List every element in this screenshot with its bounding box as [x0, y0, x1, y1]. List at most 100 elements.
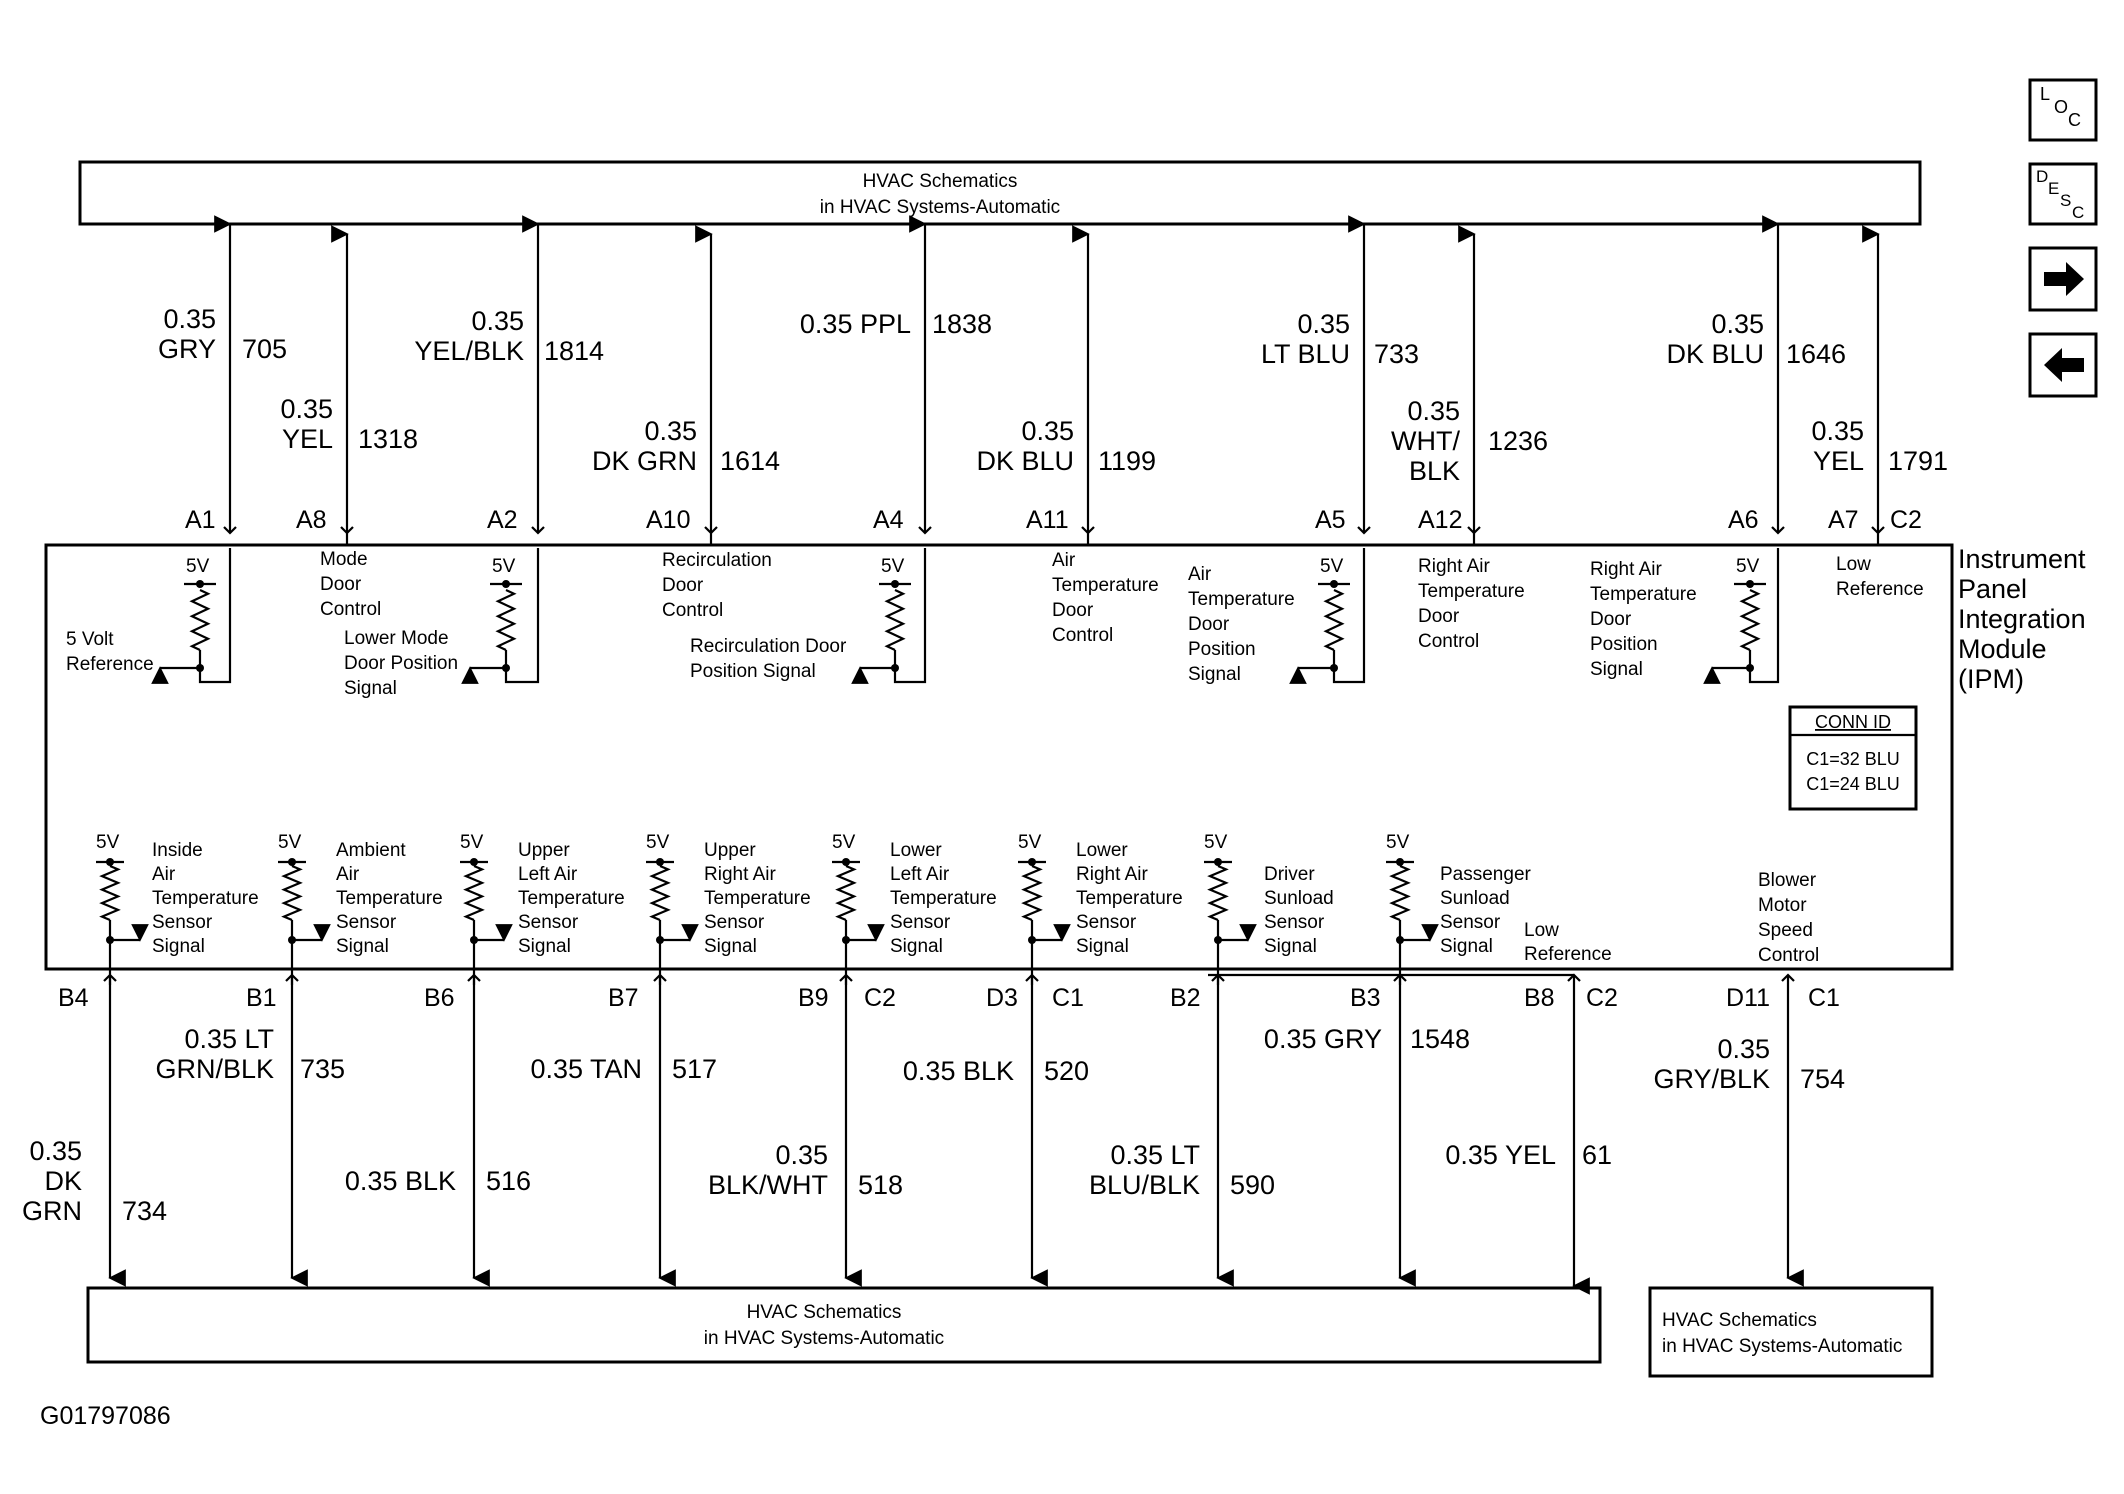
pin-notch-A1	[223, 526, 237, 535]
connector-b-c1b: C1	[1808, 984, 1840, 1012]
wire-circuit-B3: 1548	[1410, 1024, 1470, 1054]
figure-id: G01797086	[40, 1402, 171, 1430]
pin-notch-A6	[1771, 526, 1785, 535]
wire-circuit-A12: 1236	[1488, 426, 1548, 456]
bottom-hvac-line2: in HVAC Systems-Automatic	[704, 1328, 944, 1349]
top-loop-0	[198, 548, 232, 684]
svg-text:C: C	[2068, 110, 2081, 130]
wire-circuit-A10: 1614	[720, 446, 780, 476]
wire-size-A5: 0.35	[1297, 309, 1350, 339]
func-line: Door Position	[344, 653, 458, 674]
pin-notch-A5	[1357, 526, 1371, 535]
wire-size-D11: 0.35	[1717, 1034, 1770, 1064]
func-mode-door-control: Mode Door Control	[320, 549, 381, 620]
sensor-text-4: Temperature	[890, 888, 997, 909]
wire-color-A2: YEL/BLK	[414, 336, 524, 366]
sensor-5v-node-4	[842, 858, 850, 866]
sensor-5v-node-3	[656, 858, 664, 866]
func-line: Position	[1188, 639, 1256, 660]
func-right-air-temp-door-position: Right Air Temperature Door Position Sign…	[1590, 559, 1697, 680]
resistor-icon	[495, 589, 517, 651]
loc-button[interactable]: L O C	[2028, 78, 2098, 142]
resistor-icon	[463, 864, 485, 922]
sensor-text-2: Upper	[518, 840, 570, 861]
sensor-text-5: Lower	[1076, 840, 1128, 861]
pin-label-B4: B4	[58, 984, 89, 1012]
func-line: Low	[1836, 554, 1871, 575]
pin-label-A7: A7	[1828, 506, 1859, 534]
sensor-text-6: Sunload	[1264, 888, 1334, 909]
blower-line: Control	[1758, 945, 1819, 966]
func-recirculation-door-position: Recirculation Door Position Signal	[690, 636, 847, 682]
func-line: Signal	[344, 678, 397, 699]
sensor-text-0: Inside	[152, 840, 203, 861]
func-line: Right Air	[1418, 556, 1490, 577]
svg-text:C: C	[2072, 203, 2084, 222]
sensor-5v-label-0: 5V	[96, 832, 120, 853]
sensor-text-5: Signal	[1076, 936, 1129, 957]
next-button[interactable]	[2028, 246, 2098, 312]
blower-line: Motor	[1758, 895, 1807, 916]
func-line: Recirculation Door	[690, 636, 847, 657]
func-line: Door	[662, 575, 704, 596]
desc-button[interactable]: D E S C	[2028, 162, 2098, 226]
sensor-text-4: Sensor	[890, 912, 951, 933]
resistor-icon	[1323, 589, 1345, 651]
sensor-5v-label-4: 5V	[832, 832, 856, 853]
sensor-5v-label-3: 5V	[646, 832, 670, 853]
wire-color2-A12: BLK	[1409, 456, 1460, 486]
pin-label-B7: B7	[608, 984, 639, 1012]
wire-circuit-B7: 517	[672, 1054, 717, 1084]
sensor-text-0: Temperature	[152, 888, 259, 909]
sensor-text-0: Sensor	[152, 912, 213, 933]
sensor-text-7: Sunload	[1440, 888, 1510, 909]
svg-text:D: D	[2036, 167, 2048, 186]
ipm-module-box	[44, 543, 1954, 971]
wire-color-B9: BLK/WHT	[708, 1170, 828, 1200]
wire-color-A6: DK BLU	[1666, 339, 1764, 369]
resistor-icon	[1389, 864, 1411, 922]
top-function-labels: 5 Volt Reference Mode Door Control Lower…	[66, 549, 1924, 699]
wire-color-B1: GRN/BLK	[155, 1054, 274, 1084]
sensor-text-6: Driver	[1264, 864, 1315, 885]
sensor-text-5: Right Air	[1076, 864, 1148, 885]
pin-notch-A2	[531, 526, 545, 535]
func-air-temp-door-control: Air Temperature Door Control	[1052, 550, 1159, 646]
wire-circuit-A5: 733	[1374, 339, 1419, 369]
sensor-text-0: Air	[152, 864, 176, 885]
pin-label-A5: A5	[1315, 506, 1346, 534]
bottom-hvac-box	[86, 1286, 1602, 1364]
low-ref-bottom-line1: Low	[1524, 920, 1559, 941]
low-ref-bottom-line2: Reference	[1524, 944, 1612, 965]
wire-size-B4: 0.35	[29, 1136, 82, 1166]
func-line: Signal	[1188, 664, 1241, 685]
top-5v-node-0	[196, 580, 204, 588]
pin-label-B8: B8	[1524, 984, 1555, 1012]
connector-b-c1a: C1	[1052, 984, 1084, 1012]
func-line: Position Signal	[690, 661, 816, 682]
top-hvac-line1: HVAC Schematics	[863, 171, 1018, 192]
pin-label-A8: A8	[296, 506, 327, 534]
func-line: Position	[1590, 634, 1658, 655]
module-line-4: Module	[1958, 634, 2047, 664]
top-hvac-line2: in HVAC Systems-Automatic	[820, 197, 1060, 218]
pin-label-A4: A4	[873, 506, 904, 534]
prev-arrow-icon	[2044, 348, 2084, 382]
wire-size-B3: 0.35 GRY	[1264, 1024, 1382, 1054]
sensor-5v-node-0	[106, 858, 114, 866]
wire-size-A2: 0.35	[471, 306, 524, 336]
sensor-text-2: Left Air	[518, 864, 578, 885]
wire-circuit-B6: 516	[486, 1166, 531, 1196]
func-line: Temperature	[1418, 581, 1525, 602]
svg-text:O: O	[2054, 97, 2068, 117]
func-recirculation-door-control: Recirculation Door Control	[662, 550, 772, 621]
prev-button[interactable]	[2028, 332, 2098, 398]
wire-circuit-D3: 520	[1044, 1056, 1089, 1086]
top-loop-4	[1748, 548, 1780, 684]
conn-id-box	[1788, 705, 1918, 811]
pin-label-B3: B3	[1350, 984, 1381, 1012]
wire-color-B4: DK	[44, 1166, 82, 1196]
conn-id-c2: C1=24 BLU	[1806, 774, 1900, 794]
sensor-text-3: Temperature	[704, 888, 811, 909]
module-line-1: Instrument	[1958, 544, 2086, 574]
